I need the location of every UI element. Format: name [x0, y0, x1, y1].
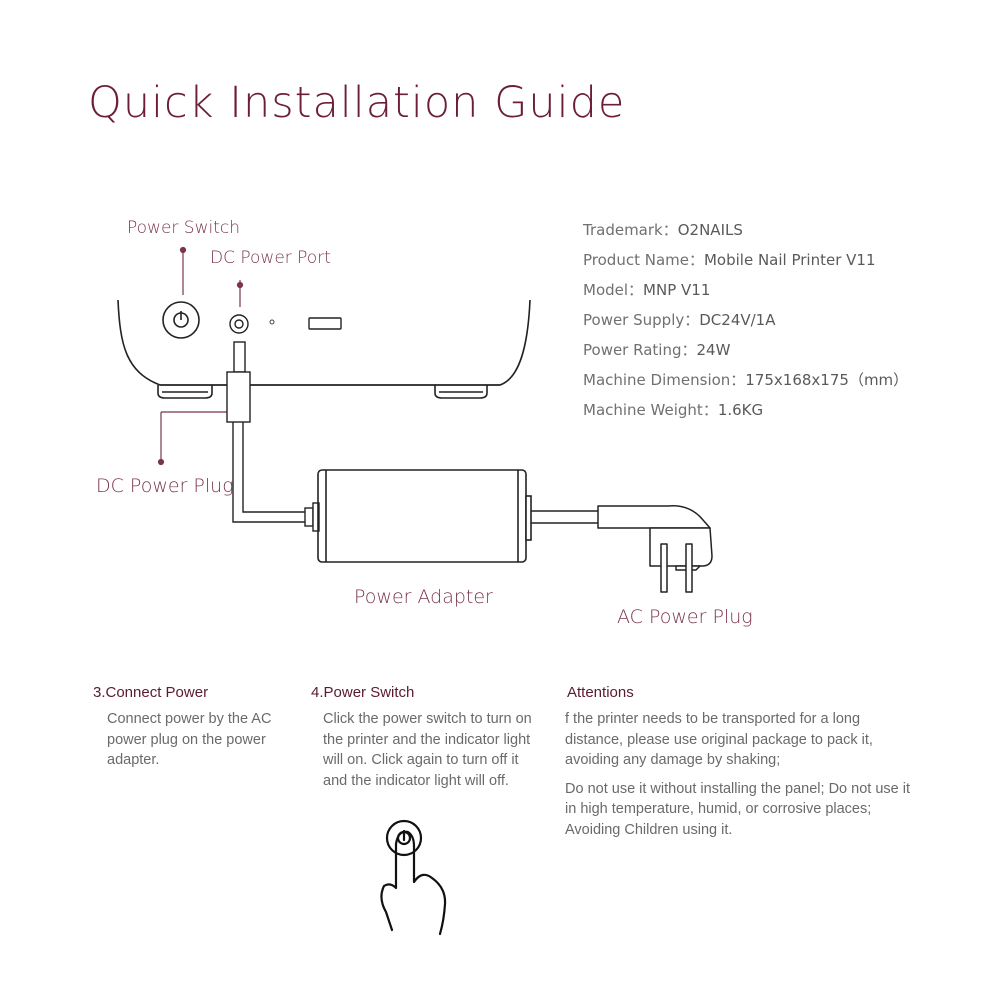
- spec-label: Power Rating：: [583, 341, 697, 359]
- step4-heading: 4.Power Switch: [311, 684, 415, 701]
- finger-press-icon: [380, 819, 447, 936]
- dc-power-port-label: DC Power Port: [210, 248, 331, 268]
- page-title: Quick Installation Guide: [88, 78, 626, 128]
- spec-value: O2NAILS: [677, 221, 743, 239]
- spec-value: 1.6KG: [717, 401, 764, 419]
- attentions-heading: Attentions: [567, 684, 634, 701]
- spec-value: Mobile Nail Printer V11: [703, 251, 876, 269]
- power-adapter-icon: [317, 469, 532, 563]
- leader-lines: [157, 246, 244, 466]
- power-adapter-label: Power Adapter: [354, 586, 493, 608]
- spec-value: 175x168x175（mm）: [745, 371, 909, 389]
- spec-model: Model：MNP V11: [583, 280, 908, 310]
- dc-power-plug-icon: [226, 341, 320, 532]
- spec-machine-dimension: Machine Dimension：175x168x175（mm）: [583, 370, 908, 400]
- dc-port-icon: [229, 314, 249, 334]
- power-switch-label: Power Switch: [127, 218, 241, 238]
- spec-label: Machine Dimension：: [583, 371, 746, 389]
- ac-power-plug-label: AC Power Plug: [617, 606, 753, 628]
- spec-value: DC24V/1A: [699, 311, 776, 329]
- usb-port-icon: [308, 317, 342, 330]
- attentions-text: f the printer needs to be transported fo…: [565, 709, 915, 848]
- spec-label: Model：: [583, 281, 644, 299]
- spec-power-supply: Power Supply：DC24V/1A: [583, 310, 908, 340]
- ac-power-plug-icon: [597, 505, 713, 593]
- spec-product-name: Product Name：Mobile Nail Printer V11: [583, 250, 908, 280]
- step4-text: Click the power switch to turn on the pr…: [323, 711, 532, 789]
- spec-machine-weight: Machine Weight：1.6KG: [583, 400, 908, 430]
- spec-value: MNP V11: [643, 281, 711, 299]
- spec-list: Trademark：O2NAILS Product Name：Mobile Na…: [583, 220, 908, 430]
- indicator-light-icon: [269, 319, 275, 325]
- step3-text: Connect power by the AC power plug on th…: [107, 711, 272, 768]
- spec-label: Trademark：: [583, 221, 678, 239]
- printer-illustration: [117, 299, 531, 399]
- step3-heading: 3.Connect Power: [93, 684, 209, 701]
- power-switch-icon: [162, 301, 200, 339]
- spec-label: Product Name：: [583, 251, 704, 269]
- attentions-paragraph: f the printer needs to be transported fo…: [565, 711, 873, 768]
- spec-trademark: Trademark：O2NAILS: [583, 220, 908, 250]
- dc-power-plug-label: DC Power Plug: [96, 475, 234, 497]
- attentions-paragraph: Do not use it without installing the pan…: [565, 780, 910, 838]
- spec-label: Machine Weight：: [583, 401, 718, 419]
- spec-power-rating: Power Rating：24W: [583, 340, 908, 370]
- spec-label: Power Supply：: [583, 311, 700, 329]
- spec-value: 24W: [696, 341, 731, 359]
